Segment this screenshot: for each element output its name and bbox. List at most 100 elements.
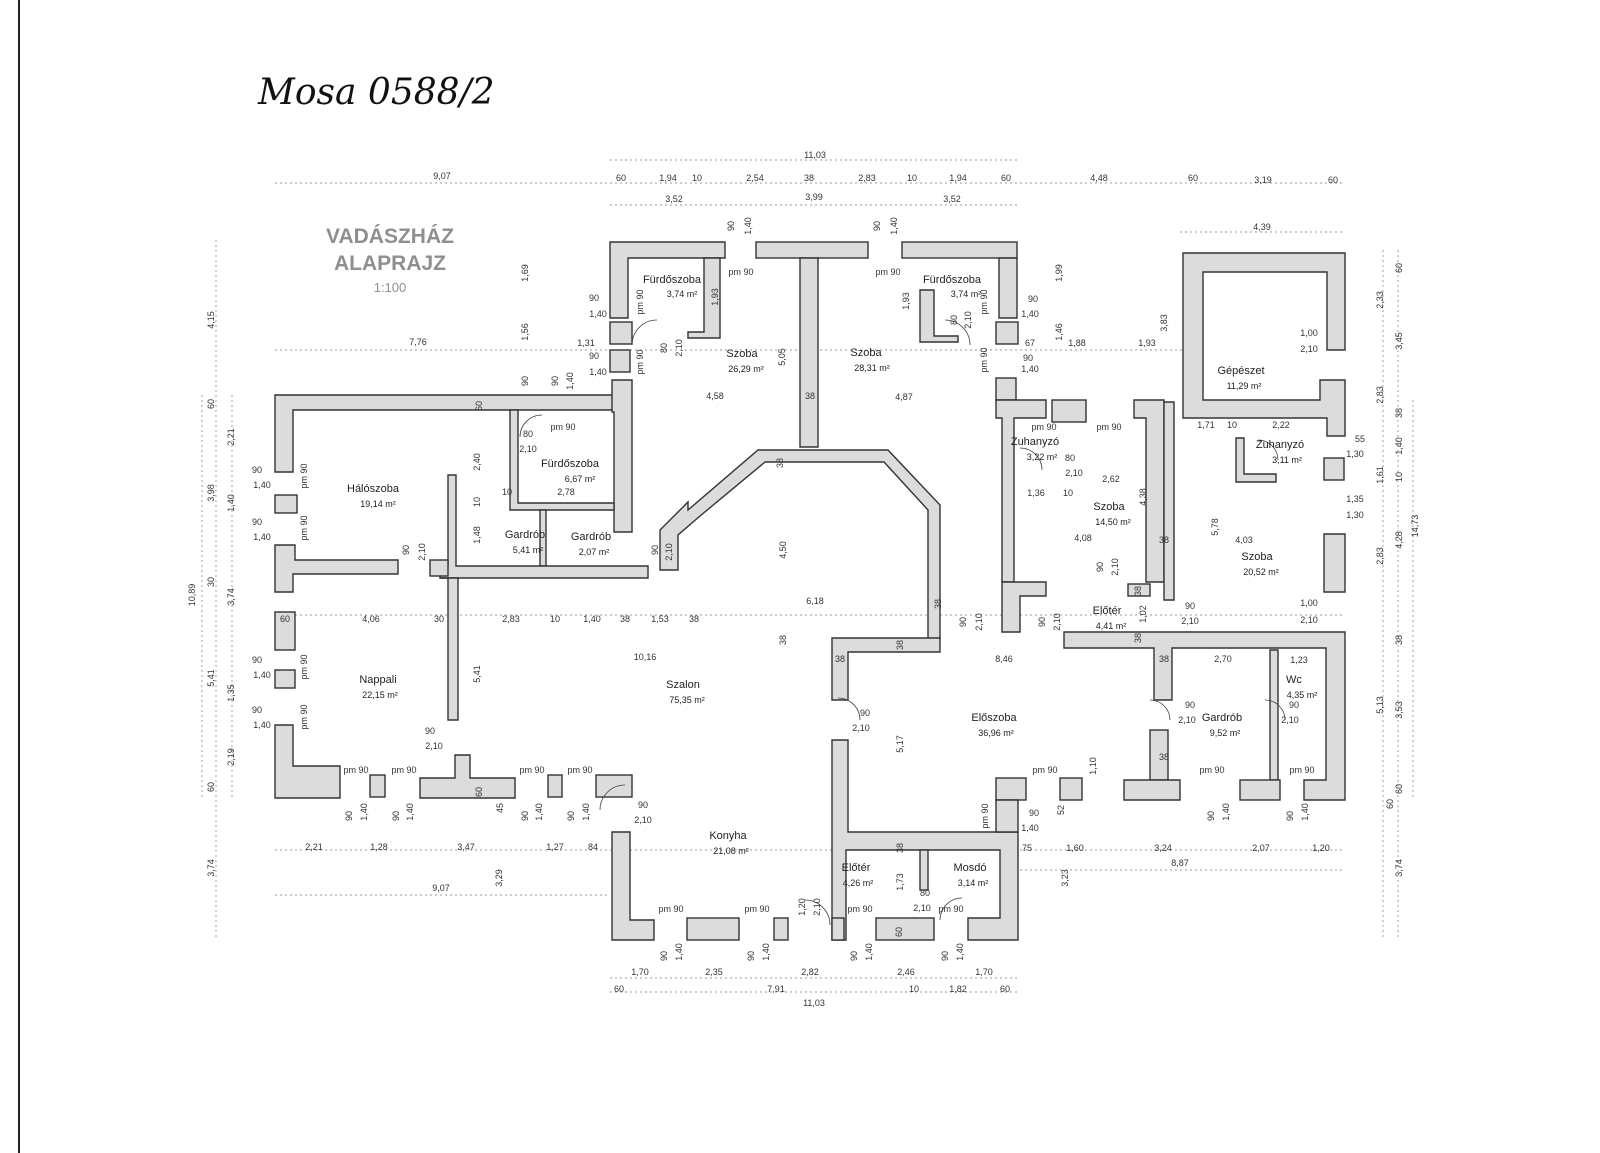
dim-label: 10,16	[634, 652, 657, 662]
dim-label: 5,41	[472, 665, 482, 683]
dim-label: 4,38	[1138, 488, 1148, 506]
door-label: 80	[920, 888, 930, 898]
dim-label: 8,46	[995, 654, 1013, 664]
dim-label: 1,40	[583, 614, 601, 624]
room-furdo2-name: Fürdőszoba	[923, 274, 982, 286]
window-label: 1,40	[1021, 364, 1039, 374]
window-label: 1,40	[253, 720, 271, 730]
dim-label: 2,21	[305, 842, 323, 852]
dim-label: 60	[1001, 173, 1011, 183]
door-label: 90	[1289, 700, 1299, 710]
window-label: 1,40	[253, 480, 271, 490]
door-label: 80	[1065, 453, 1075, 463]
dim-label: 2,35	[705, 967, 723, 977]
window-label: 1,40	[1300, 803, 1310, 821]
dim-label: 3,53	[1394, 701, 1404, 719]
dim-label: 30	[434, 614, 444, 624]
window-label: pm 90	[1032, 765, 1057, 775]
dim-label: 1,30	[1346, 510, 1364, 520]
dim-label: 3,52	[943, 194, 961, 204]
door-label: 2,10	[1300, 615, 1318, 625]
door-label: 2,10	[664, 543, 674, 561]
opening-labels: 90 1,40 pm 90 90 1,40 pm 90 90 1,40 pm 9…	[252, 217, 1395, 961]
window-label: 90	[659, 951, 669, 961]
dim-label: 2,54	[746, 173, 764, 183]
window-label: 90	[589, 351, 599, 361]
door-label: 90	[425, 726, 435, 736]
window-label: 90	[589, 293, 599, 303]
dim-label: 67	[1025, 338, 1035, 348]
door-label: 2,10	[974, 613, 984, 631]
room-furdo1-name: Fürdőszoba	[643, 274, 702, 286]
room-szoba1-area: 26,29 m²	[728, 364, 764, 374]
window-label: pm 90	[1096, 422, 1121, 432]
door-label: 80	[523, 429, 533, 439]
dim-label: 1,02	[1138, 605, 1148, 623]
window-label: pm 90	[299, 704, 309, 729]
dim-label: 1,73	[895, 873, 905, 891]
wall-label: 38	[1133, 586, 1143, 596]
dim-label: 4,48	[1090, 173, 1108, 183]
dim-label: 3,74	[226, 588, 236, 606]
dim-label: 60	[1328, 175, 1338, 185]
window-label: 90	[1285, 811, 1295, 821]
dim-label: 60	[280, 614, 290, 624]
dim-label: 2,83	[858, 173, 876, 183]
window-label: pm 90	[1289, 765, 1314, 775]
door-label: 2,10	[1178, 715, 1196, 725]
dim-label: 1,56	[520, 323, 530, 341]
door-label: 90	[1095, 562, 1105, 572]
room-gardrob1-area: 5,41 m²	[513, 545, 544, 555]
dim-label: 4,08	[1074, 533, 1092, 543]
dim-label: 1,94	[659, 173, 677, 183]
dim-label: 5,41	[206, 669, 216, 687]
dim-label: 1,70	[975, 967, 993, 977]
dim-label: 60	[1188, 173, 1198, 183]
window-label: 1,40	[253, 670, 271, 680]
door-label: 90	[1185, 601, 1195, 611]
dim-label: 45	[495, 803, 505, 813]
dim-label: 1,88	[1068, 338, 1086, 348]
dim-label: 2,82	[801, 967, 819, 977]
dim-label: 3,24	[1154, 843, 1172, 853]
dim-label: 60	[1000, 984, 1010, 994]
room-gardrob3-name: Gardrób	[1202, 712, 1242, 724]
room-konyha-name: Konyha	[709, 830, 747, 842]
window-label: 1,40	[253, 532, 271, 542]
window-label: pm 90	[938, 904, 963, 914]
dim-label: 9,07	[433, 171, 451, 181]
window-label: 1,40	[359, 803, 369, 821]
dim-label: 4,03	[1235, 535, 1253, 545]
room-szoba4-name: Szoba	[1241, 551, 1273, 563]
door-label: 90	[401, 545, 411, 555]
room-gardrob2-name: Gardrób	[571, 531, 611, 543]
dim-label: 1,71	[1197, 420, 1215, 430]
dim-label: 4,06	[362, 614, 380, 624]
dim-label: 9,07	[432, 883, 450, 893]
dim-label: 1,93	[710, 288, 720, 306]
dim-label: 3,47	[457, 842, 475, 852]
dim-label: 1,35	[226, 684, 236, 702]
window-label: pm 90	[728, 267, 753, 277]
wall-label: 38	[835, 654, 845, 664]
wall-label: 38	[805, 391, 815, 401]
dim-label: 1,00	[1300, 598, 1318, 608]
window-label: pm 90	[979, 289, 989, 314]
room-eloter1-area: 4,41 m²	[1096, 621, 1127, 631]
dim-label: 2,83	[502, 614, 520, 624]
dim-label: 2,70	[1214, 654, 1232, 664]
dim-label: 10	[909, 984, 919, 994]
dim-label: 3,23	[1060, 869, 1070, 887]
room-zuhany2-name: Zuhanyzó	[1256, 439, 1304, 451]
door-label: 2,10	[1281, 715, 1299, 725]
window-label: 90	[252, 517, 262, 527]
door-label: 90	[860, 708, 870, 718]
door-label: 1,20	[797, 898, 807, 916]
window-label: 60	[894, 927, 904, 937]
wall-label: 60	[1385, 799, 1395, 809]
door-label: 90	[1185, 700, 1195, 710]
window-label: 90	[1206, 811, 1216, 821]
window-label: 1,40	[674, 943, 684, 961]
